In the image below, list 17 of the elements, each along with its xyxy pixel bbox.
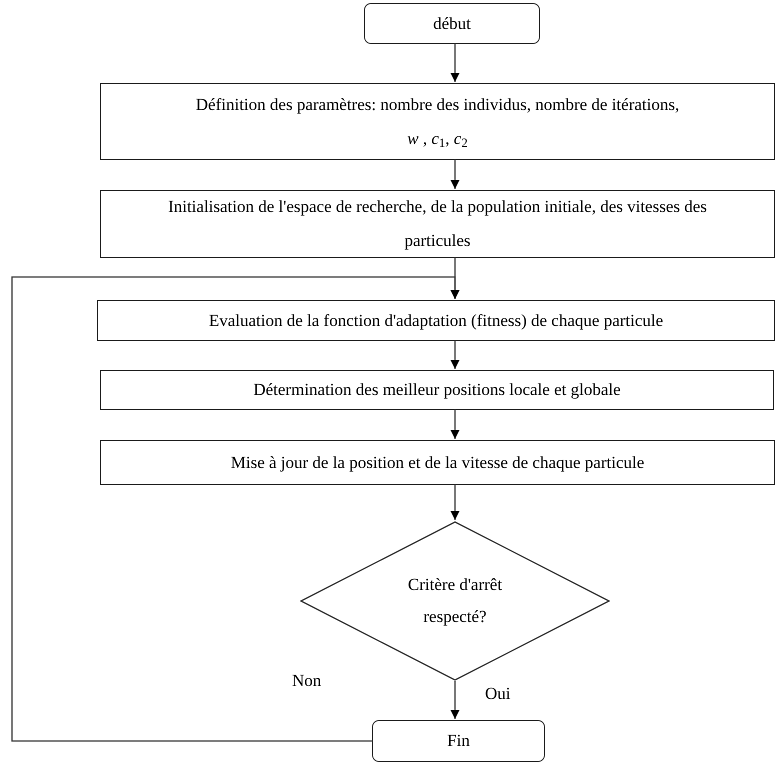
terminal-box: début — [364, 3, 540, 44]
arrow — [450, 410, 460, 439]
process-box: Mise à jour de la position et de la vitesse de chaque particule — [100, 440, 775, 485]
arrow — [450, 44, 460, 82]
branch-label: Oui — [485, 683, 510, 705]
branch-label: Non — [292, 670, 322, 692]
terminal-box: Fin — [372, 720, 545, 762]
process-box: Evaluation de la fonction d'adaptation (fitness) de chaque particule — [97, 300, 775, 341]
arrow — [450, 341, 460, 369]
arrow — [11, 276, 460, 742]
process-box: Initialisation de l'espace de recherche, de la population initiale, des vitesses des particules — [100, 190, 775, 258]
decision-text: Critère d'arrêt respecté? — [406, 574, 504, 628]
process-box: Détermination des meilleur positions locale et globale — [100, 370, 774, 410]
arrow — [450, 681, 460, 719]
arrow — [450, 485, 460, 520]
arrow — [450, 160, 460, 189]
process-box: Définition des paramètres: nombre des individus, nombre de itérations, w , c$_{1}$, c$_{2}$ — [100, 83, 775, 160]
